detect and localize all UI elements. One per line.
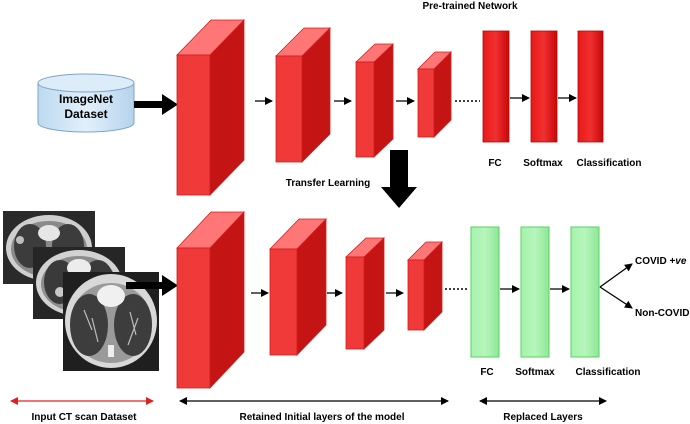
replaced-layers-label: Replaced Layers bbox=[503, 412, 583, 423]
output-arrow-positive bbox=[599, 263, 633, 288]
pretrained-conv-block-2 bbox=[275, 27, 331, 163]
output-arrow-negative bbox=[599, 286, 633, 309]
transfer-learning-label: Transfer Learning bbox=[286, 178, 370, 189]
retained-conv-block-3 bbox=[344, 237, 386, 350]
replaced-classification-label: Classification bbox=[575, 367, 640, 378]
replaced-fc-layer bbox=[470, 226, 500, 358]
pretrained-classification-label: Classification bbox=[576, 158, 641, 169]
retained-conv-block-4 bbox=[407, 241, 443, 331]
pretrained-fc-layer bbox=[482, 30, 510, 143]
pretrained-classification-layer bbox=[577, 30, 604, 143]
imagenet-label-line1: ImageNet bbox=[59, 92, 113, 106]
replaced-softmax-label: Softmax bbox=[515, 367, 555, 378]
retained-layers-label: Retained Initial layers of the model bbox=[239, 412, 404, 423]
transfer-learning-arrow bbox=[381, 150, 417, 208]
covid-positive-prefix: COVID + bbox=[635, 256, 675, 267]
input-dataset-label: Input CT scan Dataset bbox=[31, 412, 137, 423]
ct-scan-image-3 bbox=[63, 272, 159, 371]
replaced-classification-layer bbox=[570, 226, 600, 358]
pretrained-network-title: Pre-trained Network bbox=[422, 1, 517, 12]
imagenet-arrow bbox=[134, 94, 178, 115]
ct-input-arrow bbox=[126, 275, 178, 296]
output-covid-positive-label: COVID +ve bbox=[635, 256, 687, 267]
replaced-fc-label: FC bbox=[480, 367, 493, 378]
replaced-softmax-layer bbox=[520, 226, 550, 358]
imagenet-label-line2: Dataset bbox=[64, 107, 107, 121]
pretrained-softmax-layer bbox=[530, 30, 558, 143]
imagenet-dataset-cylinder: ImageNet Dataset bbox=[37, 73, 135, 133]
pretrained-conv-block-3 bbox=[354, 43, 395, 158]
covid-positive-suffix: ve bbox=[675, 256, 687, 267]
pretrained-conv-block-4 bbox=[417, 51, 452, 138]
pretrained-fc-label: FC bbox=[488, 158, 501, 169]
output-non-covid-label: Non-COVID bbox=[635, 308, 689, 319]
retained-conv-block-2 bbox=[269, 218, 327, 356]
pretrained-conv-block-1 bbox=[176, 19, 245, 196]
retained-conv-block-1 bbox=[176, 210, 245, 390]
pretrained-softmax-label: Softmax bbox=[523, 158, 563, 169]
